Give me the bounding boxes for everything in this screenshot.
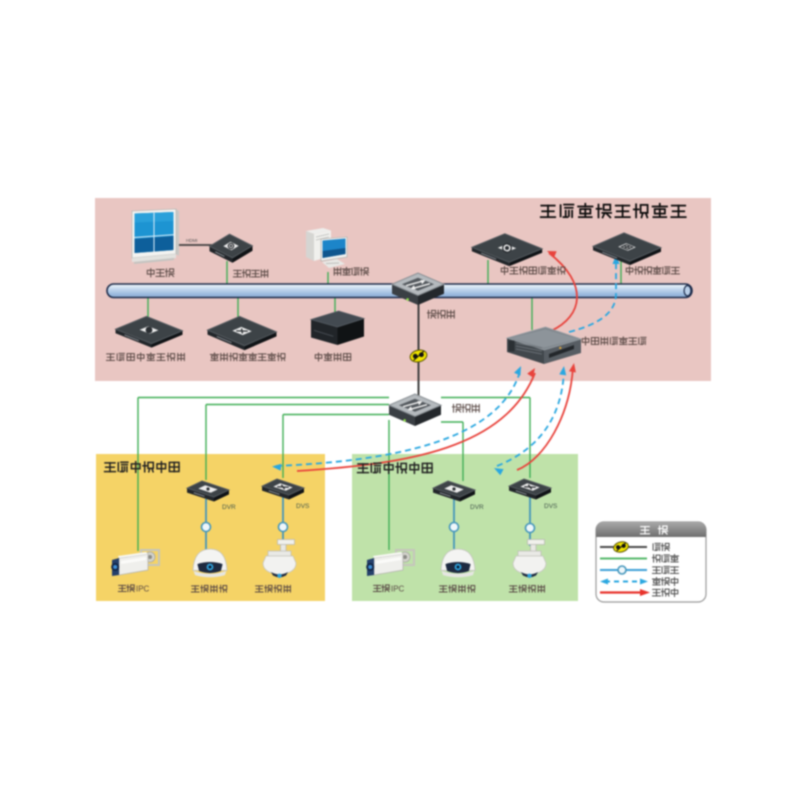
svg-text:IPC: IPC	[136, 585, 150, 594]
svg-text:HDMI: HDMI	[186, 238, 198, 243]
svg-text:DVS: DVS	[296, 503, 310, 510]
svg-text:IPC: IPC	[391, 585, 405, 594]
svg-text:DVR: DVR	[222, 504, 236, 511]
svg-text:DVR: DVR	[470, 504, 484, 511]
svg-text:DVS: DVS	[544, 503, 558, 510]
